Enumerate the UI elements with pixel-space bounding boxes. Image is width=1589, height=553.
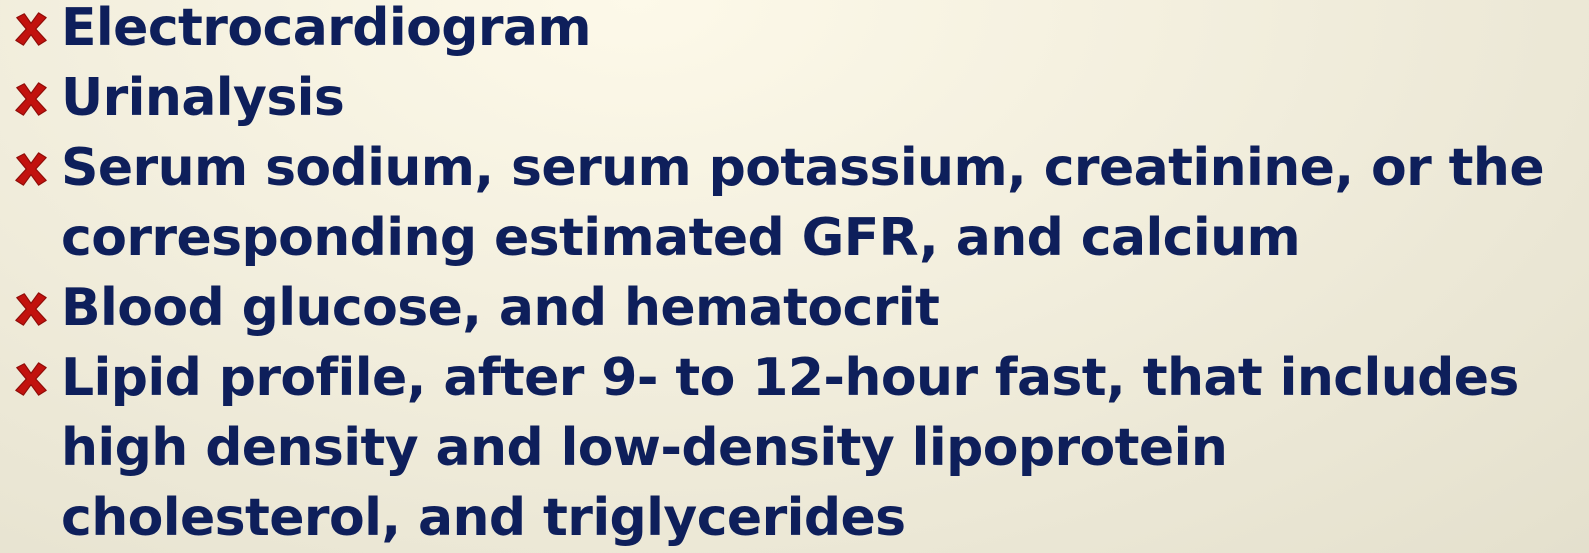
x-mark-icon xyxy=(15,292,47,326)
list-item-blood-glucose: Blood glucose, and hematocrit xyxy=(0,273,1589,343)
x-mark-icon xyxy=(15,82,47,116)
list-item-text: Electrocardiogram xyxy=(61,0,592,58)
list-item-urinalysis: Urinalysis xyxy=(0,63,1589,133)
list-item-lipid-profile: Lipid profile, after 9- to 12-hour fast,… xyxy=(0,343,1589,553)
x-mark-icon xyxy=(15,12,47,46)
list-item-serum-panel: Serum sodium, serum potassium, creatinin… xyxy=(0,133,1589,273)
list-item-text: Blood glucose, and hematocrit xyxy=(61,278,940,338)
list-item-text: Urinalysis xyxy=(61,68,345,128)
list-item-text: Lipid profile, after 9- to 12-hour fast,… xyxy=(61,348,1519,548)
list-item-electrocardiogram: Electrocardiogram xyxy=(0,0,1589,63)
x-mark-icon xyxy=(15,362,47,396)
x-mark-icon xyxy=(15,152,47,186)
list-item-text: Serum sodium, serum potassium, creatinin… xyxy=(61,138,1545,268)
